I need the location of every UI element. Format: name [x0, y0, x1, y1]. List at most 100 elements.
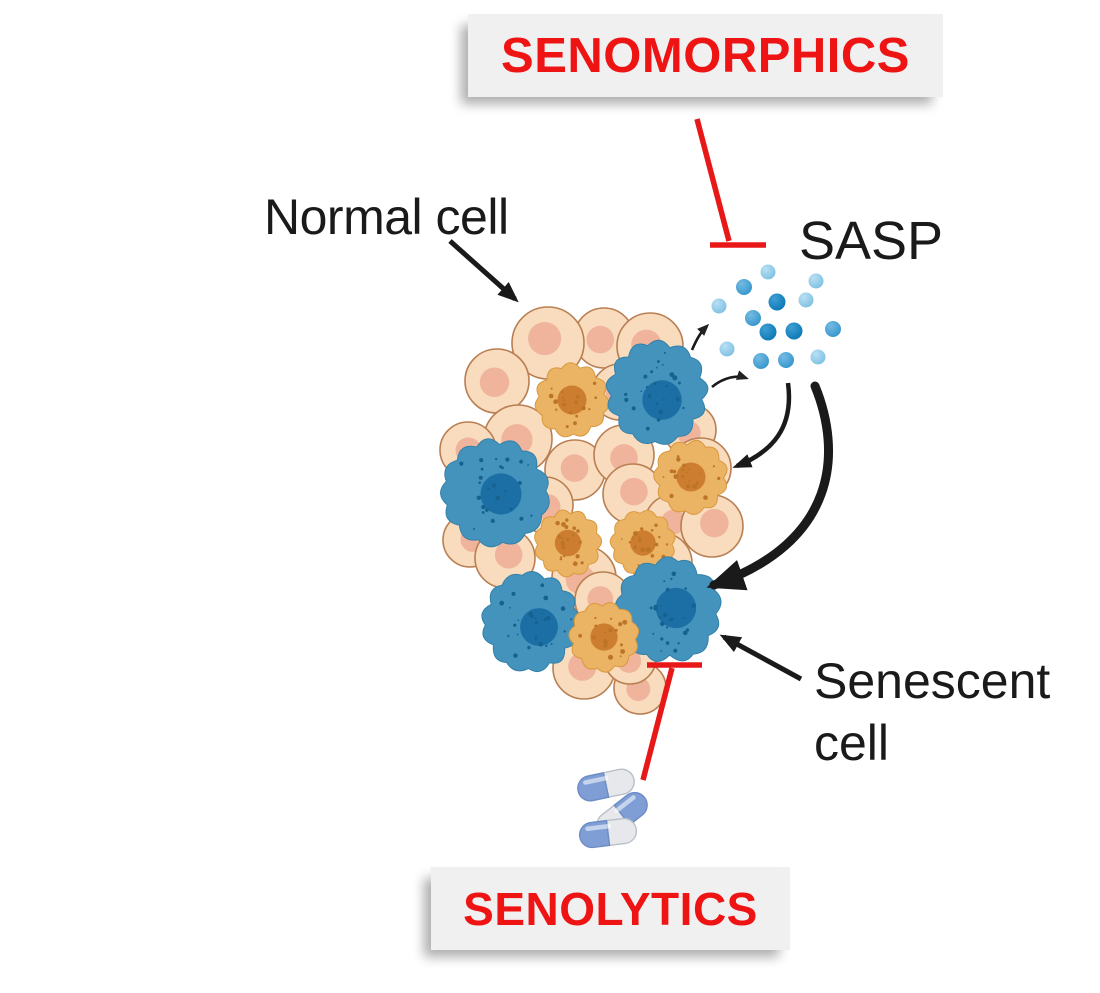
- cell-speckle: [658, 535, 661, 539]
- senescent-cell-nucleus: [520, 608, 558, 646]
- sasp-label: SASP: [799, 211, 944, 271]
- cell-speckle: [478, 475, 483, 480]
- cell-speckle: [638, 536, 642, 539]
- cell-speckle: [499, 465, 503, 469]
- cell-speckle: [578, 633, 582, 638]
- cell-speckle: [540, 612, 543, 615]
- cell-speckle: [631, 406, 636, 411]
- senescent-cell: [615, 556, 722, 663]
- cell-speckle: [550, 643, 553, 645]
- cell-speckle: [561, 545, 566, 549]
- cell-speckle: [562, 396, 565, 399]
- cell-speckle: [675, 397, 680, 402]
- sasp-dot: [711, 298, 727, 314]
- senomorphics-inhibition-line: [694, 118, 732, 242]
- cell-speckle: [581, 405, 586, 411]
- cell-speckle: [681, 468, 685, 472]
- cell-speckle: [565, 518, 569, 522]
- cell-speckle: [660, 604, 662, 607]
- cell-speckle: [659, 616, 662, 619]
- cell-speckle: [624, 392, 628, 396]
- cell-speckle: [676, 455, 680, 458]
- sasp-dot: [753, 353, 769, 369]
- sasp-dot: [745, 310, 761, 326]
- cell-speckle: [550, 387, 553, 390]
- cell-speckle: [555, 520, 560, 526]
- cell-speckle: [603, 639, 608, 644]
- cell-speckle: [665, 641, 670, 645]
- cell-speckle: [665, 543, 669, 546]
- normal-cell-pointer-arrow: [448, 239, 519, 303]
- cell-speckle: [565, 425, 569, 429]
- cell-speckle: [561, 522, 566, 527]
- cell-speckle: [594, 396, 597, 400]
- cell-cluster: [439, 306, 744, 715]
- cell-speckle: [527, 645, 531, 650]
- cell-speckle: [640, 527, 644, 531]
- cell-speckle: [527, 464, 529, 466]
- cell-speckle: [576, 529, 580, 533]
- pill-highlight: [585, 823, 612, 831]
- normal-cell: [511, 306, 585, 380]
- cell-speckle: [685, 628, 690, 632]
- cell-speckle: [576, 554, 579, 557]
- cell-speckle: [666, 626, 669, 629]
- sasp-dot: [759, 323, 777, 341]
- cell-speckle: [555, 408, 558, 411]
- cell-speckle: [619, 655, 622, 658]
- pill-white-half: [602, 768, 635, 799]
- cell-speckle: [703, 495, 708, 500]
- cell-speckle: [529, 613, 534, 618]
- cell-speckle: [534, 617, 537, 619]
- cell-speckle: [652, 632, 655, 635]
- transitional-cell-nucleus: [557, 385, 587, 415]
- normal-cell-nucleus: [700, 508, 729, 538]
- cell-speckle: [517, 619, 520, 621]
- cell-speckle: [534, 638, 537, 641]
- cell-speckle: [688, 480, 690, 483]
- senomorphics-banner: SENOMORPHICS: [468, 14, 943, 97]
- senescent-cell: [605, 339, 709, 445]
- cell-speckle: [643, 374, 648, 379]
- cell-speckle: [560, 606, 566, 611]
- cell-speckle: [608, 654, 613, 660]
- cell-speckle: [662, 398, 665, 401]
- cell-speckle: [683, 630, 688, 636]
- sasp-dot: [760, 264, 776, 280]
- cell-speckle: [569, 411, 573, 415]
- senomorphics-banner-label: SENOMORPHICS: [501, 28, 910, 83]
- pill-white-half: [605, 817, 638, 847]
- transitional-cell: [653, 439, 728, 515]
- cell-speckle: [575, 394, 580, 399]
- pill-highlight: [614, 795, 636, 814]
- cell-speckle: [563, 630, 566, 633]
- cell-speckle: [572, 526, 576, 530]
- cell-speckle: [682, 406, 685, 410]
- senescent-cell-label-line2: cell: [814, 715, 890, 771]
- cell-speckle: [660, 650, 663, 652]
- cell-speckle: [608, 628, 613, 633]
- cell-speckle: [580, 561, 584, 565]
- cell-speckle: [657, 360, 660, 363]
- cell-speckle: [687, 468, 690, 471]
- cell-speckle: [573, 421, 577, 426]
- transitional-cell: [534, 362, 610, 438]
- senescent-cell: [440, 438, 550, 548]
- cell-speckle: [575, 414, 578, 418]
- cell-speckle: [673, 648, 678, 653]
- cell-speckle: [658, 410, 663, 415]
- cell-speckle: [620, 643, 623, 647]
- cell-speckle: [645, 547, 651, 553]
- cell-speckle: [557, 535, 562, 539]
- cell-speckle: [573, 561, 578, 566]
- transitional-cell: [568, 602, 640, 673]
- cell-speckle: [509, 507, 513, 511]
- cell-speckle: [479, 458, 484, 463]
- cell-speckle: [628, 541, 632, 544]
- cell-speckle: [669, 372, 675, 377]
- cell-speckle: [655, 402, 658, 406]
- cell-speckle: [670, 577, 673, 581]
- cell-speckle: [640, 547, 646, 553]
- sasp-dot: [768, 293, 786, 311]
